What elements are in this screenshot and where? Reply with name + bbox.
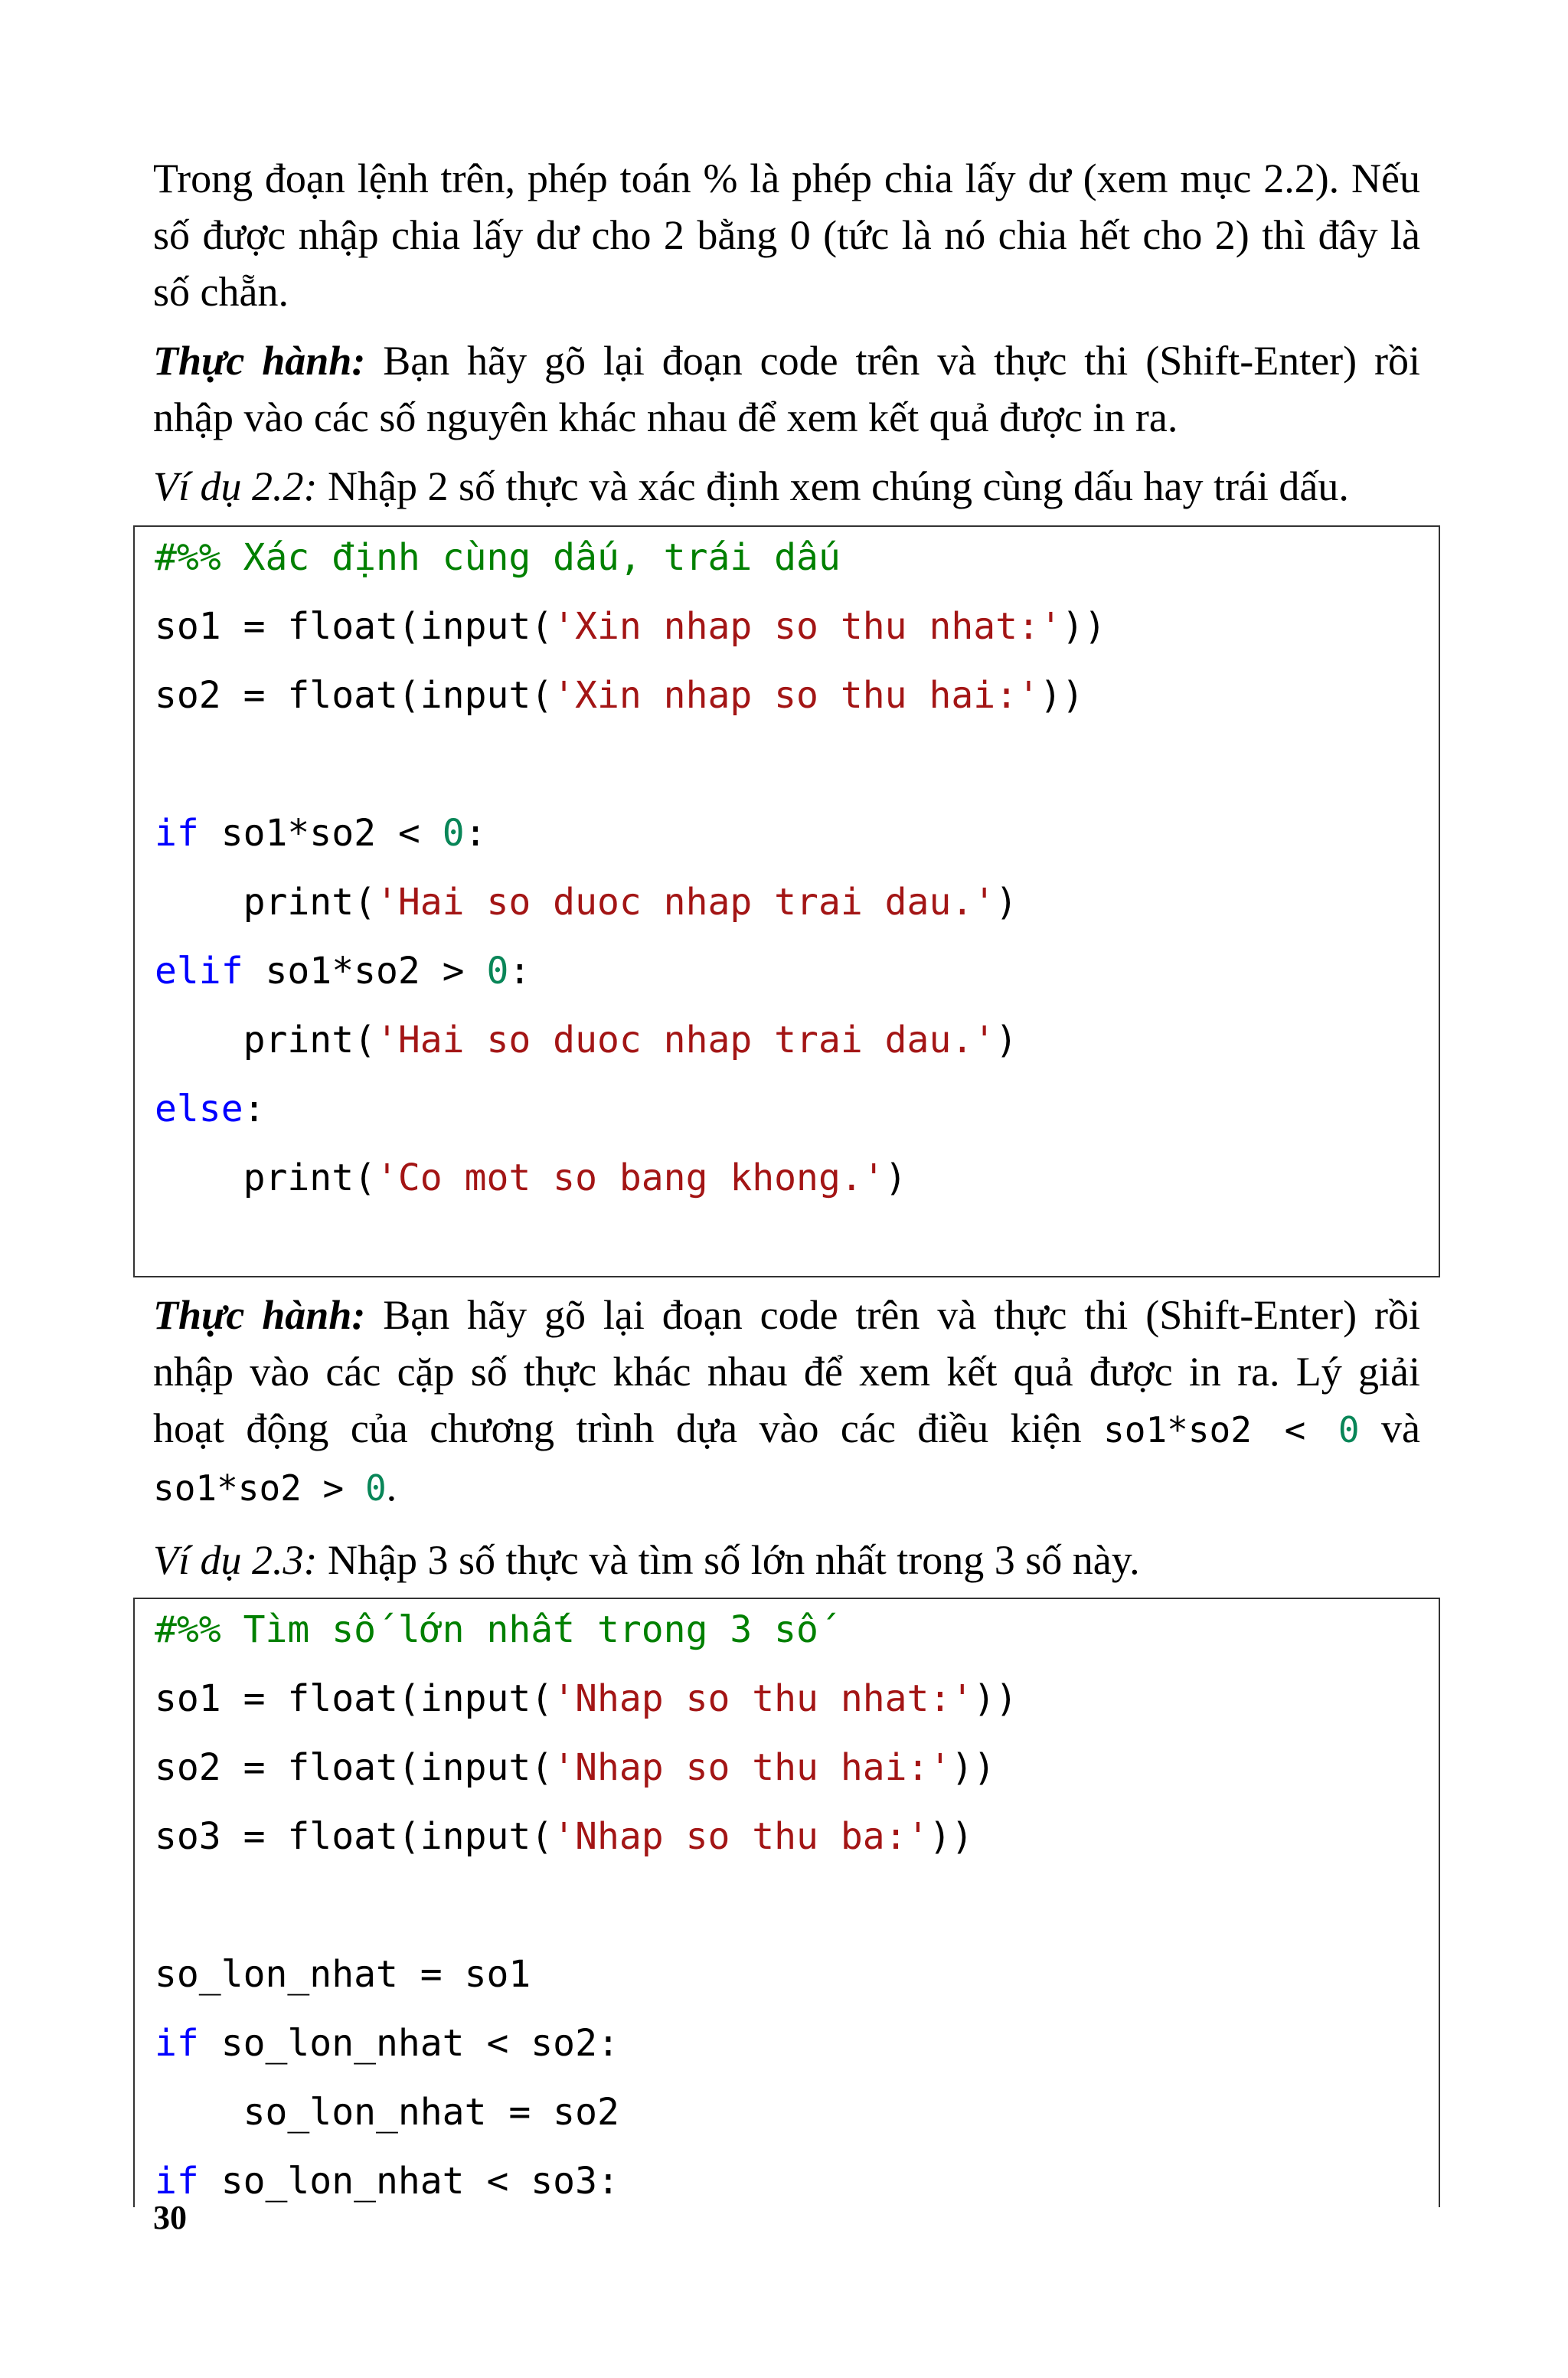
code-2-so3-string: 'Nhap so thu ba:' [553,1815,929,1858]
code-1-line-print-2: print('Hai so duoc nhap trai dau.') [155,1017,1018,1063]
code-1-else-keyword: else [155,1088,243,1130]
code-1-comment-line: #%% Xác định cùng dấu, trái dấu [155,535,841,581]
practice-2-inline-code-1-num: 0 [1338,1409,1360,1451]
practice-2-line-2: nhập vào các cặp số thực khác nhau để xe… [153,1349,1420,1395]
code-1-line-elif: elif so1*so2 > 0: [155,948,531,994]
code-2-so2-suffix: )) [951,1746,996,1789]
code-1-so2-prefix: so2 = float(input( [155,674,554,717]
code-1-elif-condition: so1*so2 > [243,950,487,993]
code-2-if-2-condition: so_lon_nhat < so3: [198,2160,619,2203]
example-2-3-text: Nhập 3 số thực và tìm số lớn nhất trong … [317,1537,1140,1583]
intro-paragraph: Trong đoạn lệnh trên, phép toán % là phé… [153,150,1420,320]
code-1-elif-keyword: elif [155,950,243,993]
practice-2-inline-code-2-num: 0 [364,1467,387,1509]
practice-2-line-4-end: . [386,1464,397,1510]
code-2-so2-string: 'Nhap so thu hai:' [553,1746,952,1789]
practice-2-line-3-text: hoạt động của chương trình dựa vào các đ… [153,1405,1104,1451]
practice-2-line-3: hoạt động của chương trình dựa vào các đ… [153,1400,1420,1458]
code-1-so1-string: 'Xin nhap so thu nhat:' [553,605,1062,648]
code-1-line-so2: so2 = float(input('Xin nhap so thu hai:'… [155,672,1084,718]
code-2-so3-suffix: )) [929,1815,974,1858]
code-1-line-if: if so1*so2 < 0: [155,810,487,856]
code-2-line-so1: so1 = float(input('Nhap so thu nhat:')) [155,1676,1018,1722]
practice-1-line-2: nhập vào các số nguyên khác nhau để xem … [153,394,1178,440]
example-2-2-caption: Ví dụ 2.2: Nhập 2 số thực và xác định xe… [153,458,1420,515]
example-2-3-label: Ví dụ 2.3: [153,1537,318,1583]
code-1-line-else: else: [155,1086,266,1132]
code-1-so2-suffix: )) [1039,674,1084,717]
practice-1-line-1-text: Bạn hãy gõ lại đoạn code trên và thực th… [365,338,1421,384]
practice-paragraph-2: Thực hành: Bạn hãy gõ lại đoạn code trên… [153,1287,1420,1516]
code-1-elif-colon: : [508,950,531,993]
code-1-line-print-3: print('Co mot so bang khong.') [155,1155,907,1201]
practice-2-label: Thực hành: [153,1292,366,1338]
code-block-2: #%% Tìm số lớn nhất trong 3 số so1 = flo… [133,1598,1440,2207]
code-block-1: #%% Xác định cùng dấu, trái dấu so1 = fl… [133,525,1440,1277]
code-1-comment: #%% Xác định cùng dấu, trái dấu [155,536,841,579]
code-1-print-3-prefix: print( [155,1156,376,1199]
code-2-if-1-condition: so_lon_nhat < so2: [198,2022,619,2065]
page-number: 30 [153,2199,187,2236]
practice-2-line-4: so1*so2 > 0. [153,1458,1420,1516]
code-1-print-3-suffix: ) [884,1156,907,1199]
code-2-so1-prefix: so1 = float(input( [155,1677,554,1720]
code-2-line-so2: so2 = float(input('Nhap so thu hai:')) [155,1745,995,1791]
code-1-print-1-string: 'Hai so duoc nhap trai dau.' [375,881,996,924]
code-1-line-print-1: print('Hai so duoc nhap trai dau.') [155,879,1018,925]
code-1-if-condition: so1*so2 < [198,812,443,855]
code-2-line-if-1: if so_lon_nhat < so2: [155,2020,619,2066]
code-1-print-1-suffix: ) [995,881,1018,924]
code-2-line-assign: so_lon_nhat = so1 [155,1951,531,1997]
practice-1-line-1: Thực hành: Bạn hãy gõ lại đoạn code trên… [153,332,1420,389]
code-2-so1-string: 'Nhap so thu nhat:' [553,1677,974,1720]
code-1-so1-prefix: so1 = float(input( [155,605,554,648]
code-2-if-2-keyword: if [155,2160,199,2203]
practice-paragraph-1: Thực hành: Bạn hãy gõ lại đoạn code trên… [153,332,1420,446]
practice-2-line-1-text: Bạn hãy gõ lại đoạn code trên và thực th… [365,1292,1421,1338]
practice-2-inline-code-2: so1*so2 > [153,1467,365,1509]
practice-2-line-1: Thực hành: Bạn hãy gõ lại đoạn code trên… [153,1287,1420,1343]
code-1-else-colon: : [243,1088,266,1130]
code-1-print-1-prefix: print( [155,881,376,924]
code-1-if-keyword: if [155,812,199,855]
practice-2-inline-code-1: so1*so2 < [1103,1409,1338,1451]
code-1-so1-suffix: )) [1061,605,1106,648]
code-2-line-so3: so3 = float(input('Nhap so thu ba:')) [155,1814,973,1860]
example-2-2-text: Nhập 2 số thực và xác định xem chúng cùn… [317,463,1349,509]
code-2-so3-prefix: so3 = float(input( [155,1815,554,1858]
practice-1-label: Thực hành: [153,338,366,384]
code-1-print-3-string: 'Co mot so bang khong.' [375,1156,885,1199]
code-1-print-2-string: 'Hai so duoc nhap trai dau.' [375,1019,996,1061]
code-2-so1-suffix: )) [973,1677,1018,1720]
intro-line-2: số được nhập chia lấy dư cho 2 bằng 0 (t… [153,212,1420,258]
code-1-print-2-prefix: print( [155,1019,376,1061]
code-2-comment-line: #%% Tìm số lớn nhất trong 3 số [155,1607,818,1653]
practice-2-line-3-end: và [1359,1405,1420,1451]
code-2-line-if-2: if so_lon_nhat < so3: [155,2158,619,2204]
code-1-elif-zero: 0 [486,950,509,993]
code-2-line-assign-2: so_lon_nhat = so2 [155,2089,619,2135]
code-2-assign-2: so_lon_nhat = so2 [155,2091,619,2134]
code-2-assign: so_lon_nhat = so1 [155,1953,531,1996]
code-1-line-so1: so1 = float(input('Xin nhap so thu nhat:… [155,603,1106,649]
code-1-if-colon: : [464,812,487,855]
code-1-if-zero: 0 [442,812,465,855]
code-2-comment: #%% Tìm số lớn nhất trong 3 số [155,1608,818,1651]
code-1-so2-string: 'Xin nhap so thu hai:' [553,674,1040,717]
example-2-2-label: Ví dụ 2.2: [153,463,318,509]
intro-line-3: số chẵn. [153,269,289,315]
example-2-3-caption: Ví dụ 2.3: Nhập 3 số thực và tìm số lớn … [153,1532,1420,1588]
code-2-if-1-keyword: if [155,2022,199,2065]
code-1-print-2-suffix: ) [995,1019,1018,1061]
intro-line-1: Trong đoạn lệnh trên, phép toán % là phé… [153,155,1420,201]
code-2-so2-prefix: so2 = float(input( [155,1746,554,1789]
